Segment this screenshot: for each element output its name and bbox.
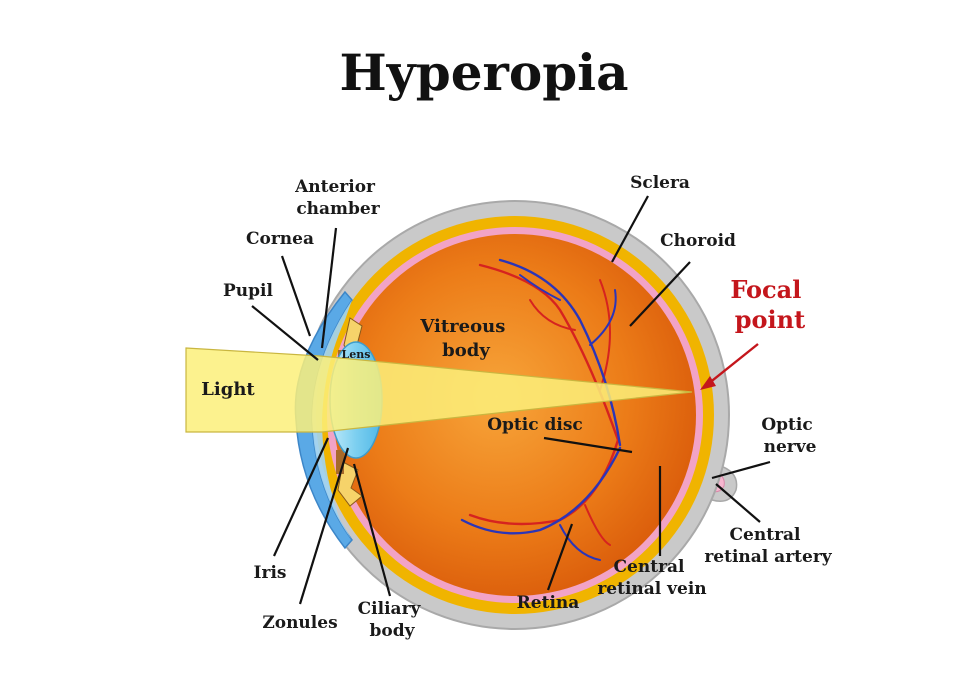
leader-central-retinal-artery — [715, 483, 761, 523]
leader-cornea — [280, 255, 312, 337]
vitreous-body — [334, 234, 696, 596]
label-retina: Retina — [517, 593, 580, 613]
leader-sclera — [611, 195, 649, 263]
label-central-retinal-artery: Central retinal artery — [704, 525, 832, 567]
leader-optic-disc — [543, 436, 633, 454]
leader-lines — [251, 195, 771, 605]
label-anterior-chamber: Anterior chamber — [294, 177, 381, 219]
label-iris: Iris — [254, 563, 287, 583]
leader-retina — [546, 523, 574, 591]
label-focal-point: Focal point — [730, 275, 809, 334]
leader-optic-nerve — [711, 460, 771, 480]
label-light: Light — [201, 379, 255, 400]
label-lens: Lens — [342, 348, 371, 361]
page-title: Hyperopia — [339, 43, 628, 102]
label-optic-nerve: Optic nerve — [761, 415, 818, 457]
leader-ciliary-body — [352, 463, 392, 597]
label-ciliary-body: Ciliary body — [358, 599, 427, 641]
label-pupil: Pupil — [223, 281, 273, 301]
label-sclera: Sclera — [630, 173, 690, 193]
label-cornea: Cornea — [246, 229, 314, 249]
leader-choroid — [629, 261, 691, 327]
leader-pupil — [251, 305, 319, 361]
light-beam — [185, 347, 693, 433]
leader-anterior-chamber — [320, 227, 338, 349]
focal-point-arrow — [700, 343, 759, 390]
label-zonules: Zonules — [262, 613, 337, 633]
leader-zonules — [298, 447, 350, 605]
label-central-retinal-vein: Central retinal vein — [597, 557, 706, 599]
label-optic-disc: Optic disc — [487, 415, 583, 435]
leader-iris — [272, 437, 330, 557]
label-choroid: Choroid — [660, 231, 736, 251]
label-vitreous-body: Vitreous body — [419, 316, 511, 361]
